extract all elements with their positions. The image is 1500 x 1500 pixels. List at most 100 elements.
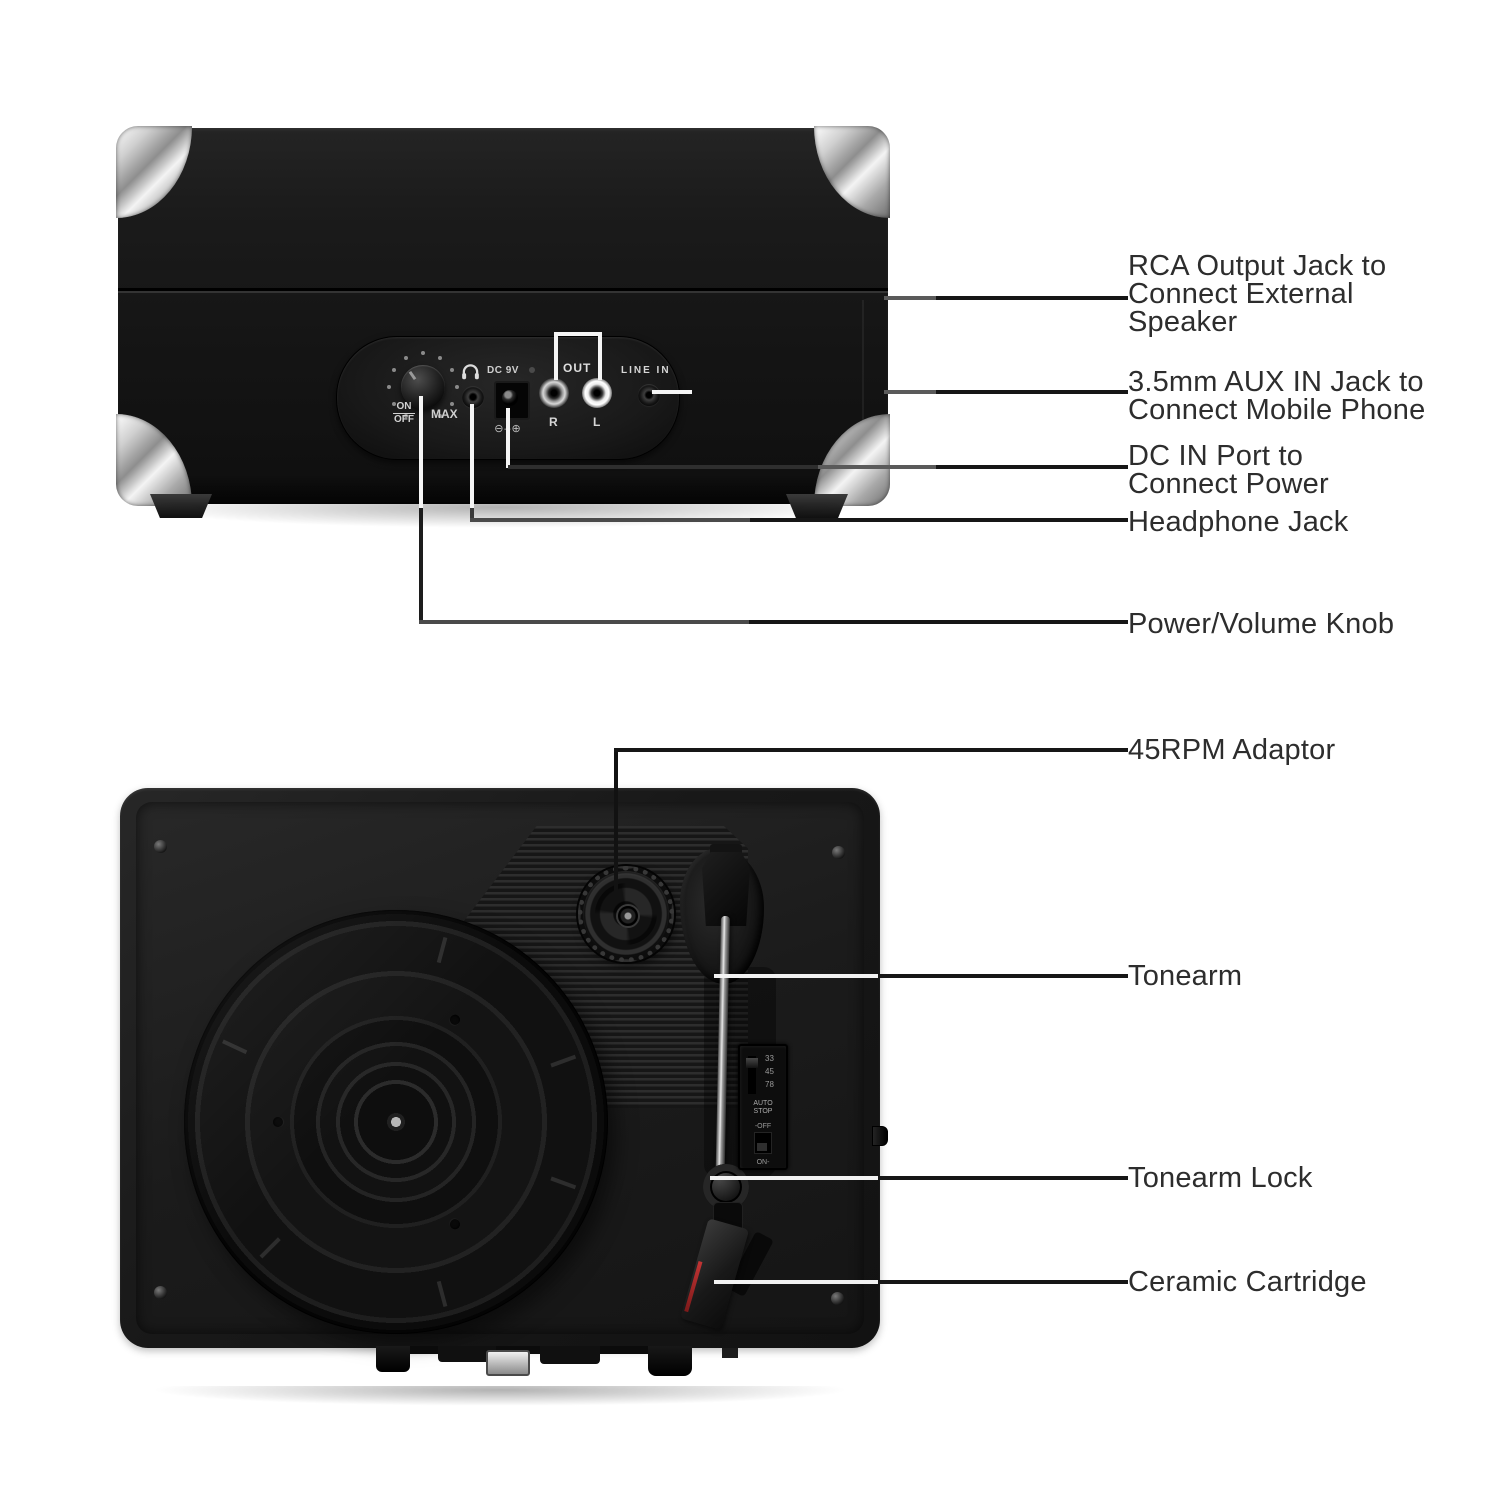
chrome-corner-bottom-right <box>814 414 890 506</box>
tonearm-lock-callout-white <box>710 1176 880 1180</box>
dc-callout-line <box>936 465 1128 469</box>
cartridge-callout-line <box>878 1280 1128 1284</box>
platter-mark <box>436 1280 448 1308</box>
latch-tab <box>648 1346 692 1376</box>
speed-45: 45 <box>765 1067 774 1076</box>
platter-mark <box>436 936 448 964</box>
headphone-callout-vertical <box>470 404 474 510</box>
aux-callout-line <box>936 390 1128 394</box>
latch-bit <box>722 1348 738 1358</box>
label-line: DC IN Port to <box>1128 440 1304 472</box>
line-in-jack <box>638 384 660 406</box>
headphone-callout-vertical-dark <box>470 508 474 522</box>
auto-stop-off-label: -OFF <box>754 1123 772 1130</box>
label-line: Power/Volume Knob <box>1128 608 1395 640</box>
turntable-rear-view: ON OFF MAX DC 9V ⊖–⊕ OUT R L LINE IN <box>116 126 890 518</box>
top-view-shadow <box>150 1386 850 1406</box>
platter-mark <box>259 1237 281 1259</box>
line-in-callout-stub <box>652 390 692 394</box>
chrome-corner-top-left <box>116 126 192 218</box>
label-line: Speaker <box>1128 306 1238 338</box>
turntable-top-view: 33 45 78 AUTO STOP -OFF ON- <box>120 788 888 1376</box>
off-label: OFF <box>394 414 414 425</box>
auto-stop-switch-knob <box>757 1143 767 1151</box>
speed-switch-panel: 33 45 78 AUTO STOP -OFF ON- <box>738 1044 788 1170</box>
tonearm-lock-callout-line <box>878 1176 1128 1180</box>
max-label: MAX <box>431 407 458 421</box>
knob-callout-vertical-dark <box>419 508 423 624</box>
headphone-icon <box>462 364 479 380</box>
rca-callout-line-gray <box>884 296 938 300</box>
aux-callout-line-gray <box>884 390 938 394</box>
dc-callout-line-over-case <box>508 465 820 469</box>
lid-seam <box>118 288 888 295</box>
case-side-seam <box>862 300 864 500</box>
speed-33: 33 <box>765 1054 774 1063</box>
headphone-jack <box>462 386 484 408</box>
corner-screw <box>154 1286 167 1299</box>
tonearm-callout-line <box>878 974 1128 978</box>
corner-screw <box>154 840 167 853</box>
knob-callout-vertical <box>419 396 423 510</box>
headphone-callout-line <box>750 518 1128 522</box>
label-aux-in: 3.5mm AUX IN Jack to Connect Mobile Phon… <box>1128 366 1426 426</box>
auto-stop-on-label: ON- <box>756 1159 770 1166</box>
dc-9v-label: DC 9V <box>487 365 519 376</box>
rca-jack-right <box>539 378 569 408</box>
rear-connection-panel: ON OFF MAX DC 9V ⊖–⊕ OUT R L LINE IN <box>336 336 680 460</box>
auto-stop-label: AUTO STOP <box>740 1100 786 1116</box>
label-line: Connect Mobile Phone <box>1128 394 1426 426</box>
rubber-foot-right <box>786 494 848 518</box>
rca-callout-line <box>936 296 1128 300</box>
rpm45-callout-line <box>614 748 1128 752</box>
on-off-label: ON OFF <box>385 401 423 425</box>
speed-slider-track <box>748 1056 756 1094</box>
power-callout-line <box>749 620 1128 624</box>
rca-r-label: R <box>549 415 558 429</box>
rca-jack-left <box>582 378 612 408</box>
label-line: Tonearm Lock <box>1128 1162 1313 1194</box>
stylus-red-edge <box>684 1261 703 1313</box>
platter-hole <box>273 1117 283 1127</box>
label-headphone-jack: Headphone Jack <box>1128 506 1349 538</box>
label-line: Headphone Jack <box>1128 506 1349 538</box>
platter-mark <box>222 1039 248 1055</box>
label-power-volume-knob: Power/Volume Knob <box>1128 608 1395 640</box>
rca-bracket-left-leg <box>554 332 558 380</box>
platter <box>184 910 608 1334</box>
platter-hole <box>448 1217 462 1232</box>
latch-clasp-chrome <box>486 1350 530 1376</box>
label-line: 3.5mm AUX IN Jack to <box>1128 366 1424 398</box>
label-line: Tonearm <box>1128 960 1243 992</box>
dc-barrel-socket <box>502 390 518 406</box>
label-rca-output: RCA Output Jack to Connect External Spea… <box>1128 252 1386 338</box>
latch-tab <box>540 1346 600 1364</box>
speed-labels: 33 45 78 <box>765 1052 774 1091</box>
dc-callout-line-gray <box>818 465 938 469</box>
headphone-callout-line-gray <box>470 518 752 522</box>
corner-screw <box>832 846 845 859</box>
rpm45-callout-vertical <box>614 748 618 894</box>
speed-slider-knob <box>746 1058 758 1068</box>
chrome-corner-top-right <box>814 126 890 218</box>
label-line: 45RPM Adaptor <box>1128 734 1336 766</box>
label-dc-in: DC IN Port to Connect Power <box>1128 440 1329 500</box>
side-pin <box>872 1126 888 1146</box>
rca-bracket-right-leg <box>598 332 602 380</box>
label-line: Connect External <box>1128 278 1354 310</box>
speed-78: 78 <box>765 1080 774 1089</box>
label-tonearm-lock: Tonearm Lock <box>1128 1162 1313 1194</box>
rca-bracket-top-bar <box>554 332 602 336</box>
tonearm-callout-white <box>714 974 880 978</box>
stop-label: STOP <box>753 1108 773 1115</box>
label-line: Ceramic Cartridge <box>1128 1266 1367 1298</box>
auto-stop-switch <box>754 1132 772 1154</box>
rubber-foot-left <box>150 494 212 518</box>
power-volume-knob <box>401 365 445 409</box>
turntable-deck: 33 45 78 AUTO STOP -OFF ON- <box>136 802 864 1334</box>
line-in-label: LINE IN <box>621 365 671 376</box>
label-line: Connect Power <box>1128 468 1329 500</box>
auto-label: AUTO <box>753 1100 773 1107</box>
platter-hole <box>448 1012 462 1027</box>
